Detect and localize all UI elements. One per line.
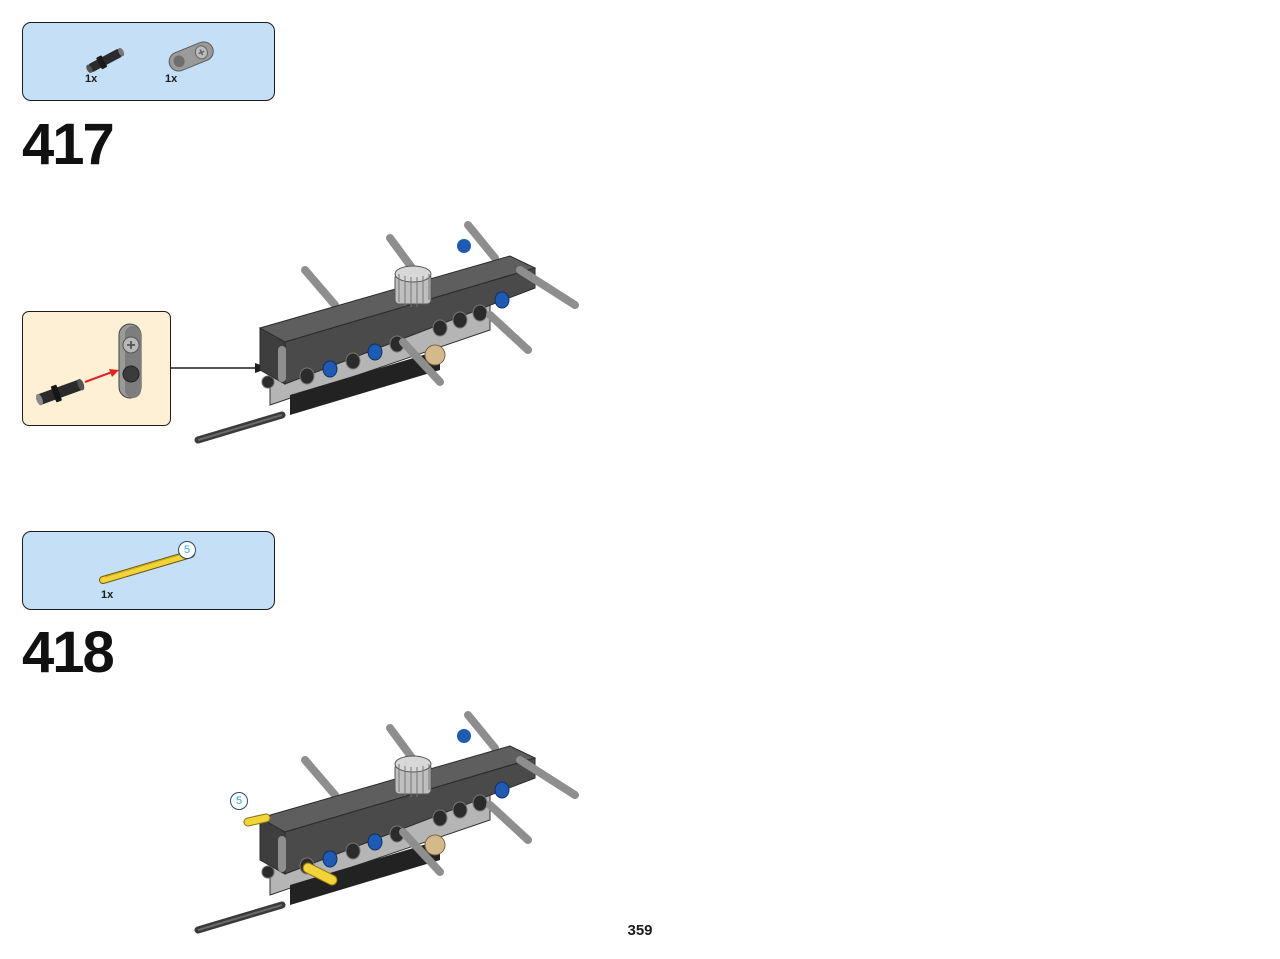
model-assembly-418 [194, 711, 579, 934]
model-assembly-417 [194, 221, 579, 444]
parts-list-box-417: 1x 1x [22, 22, 275, 101]
parts-list-box-418: 5 1x [22, 531, 275, 610]
part-qty: 1x [85, 73, 98, 85]
step-number-417: 417 [22, 112, 115, 177]
connector-assembly-illustration [35, 323, 142, 406]
part-qty: 1x [101, 589, 114, 601]
technic-axle-icon [99, 550, 195, 584]
axle-length-callout-badge: 5 [230, 792, 248, 810]
part-qty: 1x [165, 73, 178, 85]
technic-connector-icon [168, 41, 214, 72]
step-number-418: 418 [22, 620, 115, 685]
page-number: 359 [627, 922, 653, 939]
technic-pin-icon [86, 47, 125, 74]
axle-length-badge: 5 [178, 541, 196, 559]
subassembly-callout [22, 311, 171, 426]
